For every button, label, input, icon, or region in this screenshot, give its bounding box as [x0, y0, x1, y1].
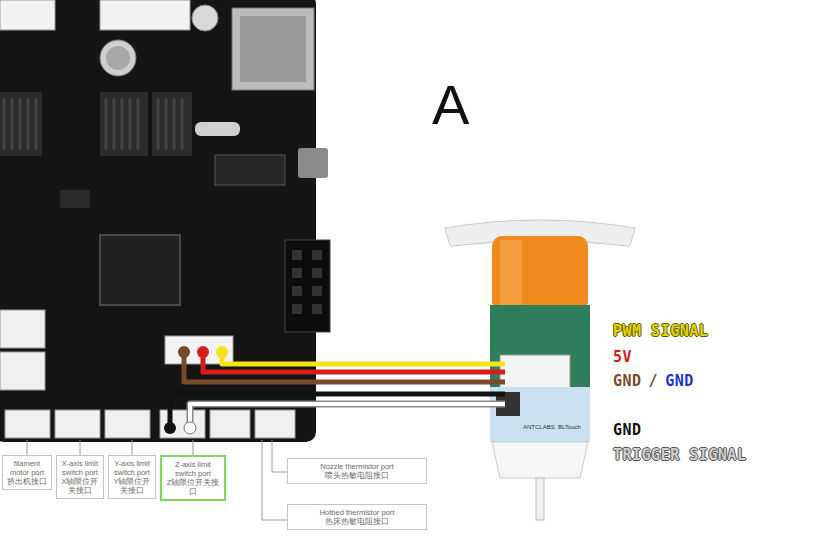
port-label-text: 喷头热敏电阻接口 — [290, 471, 424, 480]
signal-name: PWM SIGNAL — [613, 322, 708, 340]
control-board — [312, 286, 322, 296]
wire — [190, 404, 505, 428]
control-board — [160, 410, 205, 438]
control-board — [0, 310, 45, 348]
wire-dot — [216, 346, 228, 358]
bltouch-probe — [500, 240, 522, 310]
port-label-box: Z-axis limit switch portZ轴限位开关接口 — [160, 455, 226, 501]
port-label-text: Y轴限位开关接口 — [111, 477, 153, 495]
wire — [170, 352, 505, 428]
port-label-box: Hotbed thermistor port热床热敏电阻接口 — [287, 504, 427, 530]
control-board — [5, 410, 50, 438]
port-label-box: X-axis limit switch portX轴限位开关接口 — [56, 455, 104, 499]
control-board — [105, 410, 150, 438]
leader-line — [193, 440, 194, 455]
wire-dot — [184, 422, 196, 434]
control-board — [312, 250, 322, 260]
wire-dot — [197, 346, 209, 358]
probe-brand: ANTCLABS — [523, 424, 555, 430]
control-board — [0, 0, 55, 30]
port-label-text: X-axis limit switch port — [59, 459, 101, 477]
control-board — [292, 268, 302, 278]
port-label-text: Nozzle thermistor port — [290, 462, 424, 471]
control-board — [215, 155, 285, 185]
control-board — [285, 240, 330, 332]
signal-name: TRIGGER SIGNAL — [613, 446, 746, 464]
signal-name: GND — [665, 372, 694, 390]
signal-name: / — [649, 372, 659, 390]
leader-line — [27, 440, 287, 520]
signal-name: 5V — [613, 348, 632, 366]
control-board — [292, 286, 302, 296]
bltouch-probe — [536, 478, 544, 520]
control-board — [298, 148, 328, 178]
control-board — [100, 0, 190, 30]
bltouch-probe — [492, 442, 588, 478]
port-label-text: Hotbed thermistor port — [290, 508, 424, 517]
signal-name: GND — [613, 421, 642, 439]
port-label-text: Z-axis limit switch port — [164, 460, 222, 478]
port-label-text: Z轴限位开关接口 — [164, 478, 222, 496]
control-board — [100, 40, 136, 76]
control-board — [255, 410, 295, 438]
control-board — [0, 0, 316, 442]
wire-dot — [178, 346, 190, 358]
leader-line — [27, 440, 28, 455]
port-label-text: 挤出机接口 — [5, 477, 49, 486]
figure-letter: A — [432, 72, 469, 137]
wire — [190, 404, 505, 428]
control-board — [55, 410, 100, 438]
port-label-text: filament motor port — [5, 459, 49, 477]
control-board — [312, 304, 322, 314]
wire — [222, 352, 505, 364]
wire — [203, 352, 505, 372]
control-board — [60, 190, 90, 208]
control-board — [240, 16, 306, 82]
probe-name: BLTouch — [558, 424, 581, 430]
leader-line — [132, 440, 133, 455]
control-board — [312, 268, 322, 278]
control-board — [292, 250, 302, 260]
control-board — [0, 0, 330, 442]
control-board — [106, 46, 130, 70]
port-label-text: 热床热敏电阻接口 — [290, 517, 424, 526]
control-board — [292, 250, 322, 314]
port-label-text: Y-axis limit switch port — [111, 459, 153, 477]
control-board — [210, 410, 250, 438]
leader-line — [262, 440, 287, 520]
control-board — [192, 5, 218, 31]
bltouch-probe — [492, 236, 588, 312]
control-board — [292, 304, 302, 314]
control-board — [4, 98, 182, 150]
leader-line — [272, 440, 287, 472]
wire — [184, 352, 505, 382]
port-label-box: filament motor port挤出机接口 — [2, 455, 52, 490]
signal-name: GND — [613, 372, 642, 390]
port-label-text: X轴限位开关接口 — [59, 477, 101, 495]
control-board — [232, 8, 314, 90]
control-board — [195, 122, 240, 136]
port-label-box: Nozzle thermistor port喷头热敏电阻接口 — [287, 458, 427, 484]
wire — [170, 394, 505, 428]
port-label-box: Y-axis limit switch portY轴限位开关接口 — [108, 455, 156, 499]
wire-dot — [164, 422, 176, 434]
control-board — [100, 235, 180, 305]
wire-dot — [164, 346, 228, 434]
leader-line — [80, 440, 81, 455]
control-board — [0, 352, 45, 390]
